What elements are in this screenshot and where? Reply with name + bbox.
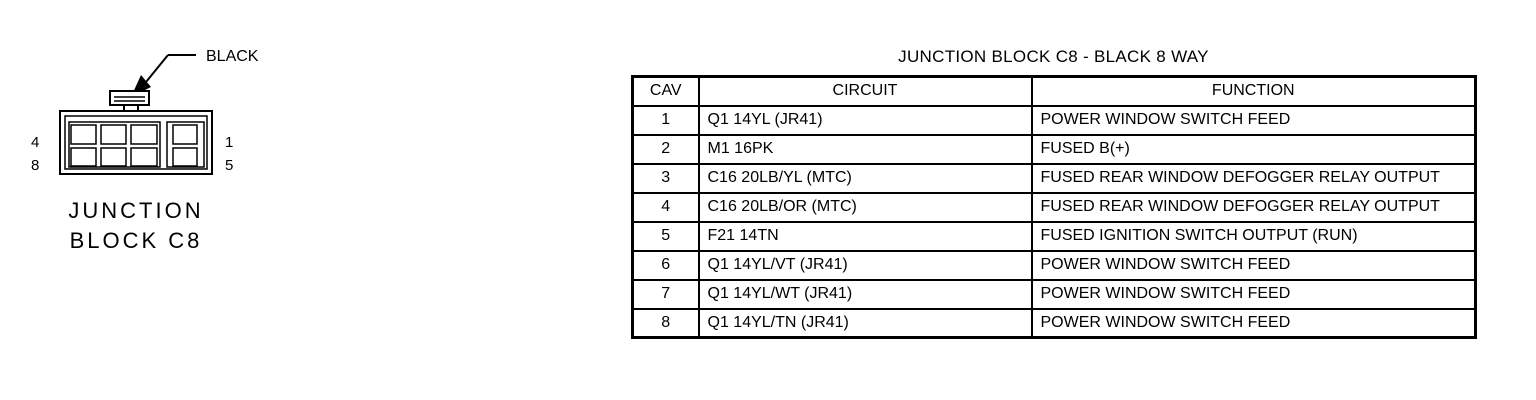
table-row: 2 M1 16PK FUSED B(+)	[631, 133, 1477, 165]
cell-circuit: Q1 14YL/WT (JR41)	[697, 278, 1033, 310]
cavity-3	[100, 124, 127, 145]
table-title: JUNCTION BLOCK C8 - BLACK 8 WAY	[898, 47, 1209, 66]
table-header-row: CAV CIRCUIT FUNCTION	[631, 75, 1477, 107]
cavity-6	[130, 147, 158, 167]
cell-function: POWER WINDOW SWITCH FEED	[1030, 104, 1477, 136]
cell-circuit: Q1 14YL (JR41)	[697, 104, 1033, 136]
connector-body-outer	[59, 110, 213, 175]
cell-function: FUSED REAR WINDOW DEFOGGER RELAY OUTPUT	[1030, 191, 1477, 223]
connector-body-inner	[64, 115, 208, 170]
cell-cav: 5	[631, 220, 700, 252]
cell-function: POWER WINDOW SWITCH FEED	[1030, 307, 1477, 339]
cavity-5	[172, 147, 198, 167]
connector-diagram: BLACK 4 8 1 5 JUNCTION BLOCK C8	[31, 48, 259, 253]
cell-circuit: Q1 14YL/TN (JR41)	[697, 307, 1033, 339]
table-row: 1 Q1 14YL (JR41) POWER WINDOW SWITCH FEE…	[631, 104, 1477, 136]
cell-cav: 2	[631, 133, 700, 165]
pinout-table: CAV CIRCUIT FUNCTION 1 Q1 14YL (JR41) PO…	[631, 75, 1477, 339]
connector-name-line2: BLOCK C8	[70, 228, 203, 253]
cell-cav: 1	[631, 104, 700, 136]
cell-cav: 3	[631, 162, 700, 194]
pin-label-bottom-right: 5	[225, 157, 233, 174]
cell-cav: 6	[631, 249, 700, 281]
table-row: 8 Q1 14YL/TN (JR41) POWER WINDOW SWITCH …	[631, 307, 1477, 339]
callout-leader	[145, 54, 196, 83]
table-row: 5 F21 14TN FUSED IGNITION SWITCH OUTPUT …	[631, 220, 1477, 252]
cell-cav: 4	[631, 191, 700, 223]
cavity-4	[70, 124, 97, 145]
cell-cav: 7	[631, 278, 700, 310]
table-row: 4 C16 20LB/OR (MTC) FUSED REAR WINDOW DE…	[631, 191, 1477, 223]
table-row: 7 Q1 14YL/WT (JR41) POWER WINDOW SWITCH …	[631, 278, 1477, 310]
pin-label-top-left: 4	[31, 134, 39, 151]
pin-label-bottom-left: 8	[31, 157, 39, 174]
cell-function: FUSED B(+)	[1030, 133, 1477, 165]
header-circuit: CIRCUIT	[697, 75, 1033, 107]
connector-name-line1: JUNCTION	[68, 198, 203, 223]
cell-function: POWER WINDOW SWITCH FEED	[1030, 278, 1477, 310]
cell-function: POWER WINDOW SWITCH FEED	[1030, 249, 1477, 281]
cavity-1	[172, 124, 198, 145]
cavity-8	[70, 147, 97, 167]
cell-circuit: C16 20LB/OR (MTC)	[697, 191, 1033, 223]
cell-circuit: F21 14TN	[697, 220, 1033, 252]
cavity-2	[130, 124, 158, 145]
cell-circuit: Q1 14YL/VT (JR41)	[697, 249, 1033, 281]
cavity-7	[100, 147, 127, 167]
cell-cav: 8	[631, 307, 700, 339]
header-function: FUNCTION	[1030, 75, 1477, 107]
cell-circuit: M1 16PK	[697, 133, 1033, 165]
color-callout-label: BLACK	[206, 48, 259, 65]
table-row: 3 C16 20LB/YL (MTC) FUSED REAR WINDOW DE…	[631, 162, 1477, 194]
connector-latch	[109, 90, 150, 106]
table-row: 6 Q1 14YL/VT (JR41) POWER WINDOW SWITCH …	[631, 249, 1477, 281]
header-cav: CAV	[631, 75, 700, 107]
cell-circuit: C16 20LB/YL (MTC)	[697, 162, 1033, 194]
pin-label-top-right: 1	[225, 134, 233, 151]
cell-function: FUSED IGNITION SWITCH OUTPUT (RUN)	[1030, 220, 1477, 252]
cell-function: FUSED REAR WINDOW DEFOGGER RELAY OUTPUT	[1030, 162, 1477, 194]
